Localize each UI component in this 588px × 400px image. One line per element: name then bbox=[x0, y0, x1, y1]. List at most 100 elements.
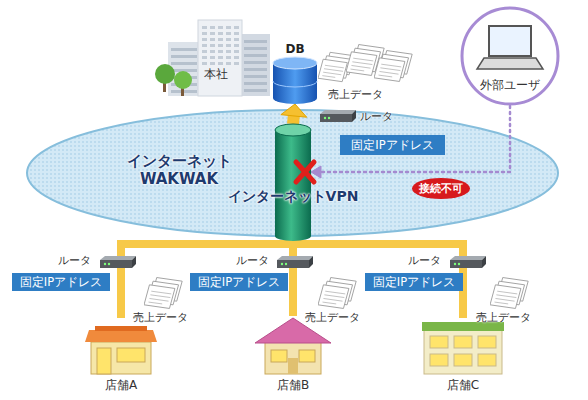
node-label: 店舗A bbox=[85, 378, 157, 392]
window bbox=[226, 38, 231, 41]
cylinder-bottom bbox=[273, 92, 317, 104]
window bbox=[218, 50, 223, 53]
ip-box-fill bbox=[190, 273, 288, 291]
window bbox=[218, 26, 223, 29]
store-wall bbox=[424, 330, 502, 374]
window bbox=[202, 38, 207, 41]
window-row bbox=[244, 54, 267, 57]
ip-address-box: 固定IPアドレス bbox=[340, 135, 445, 155]
node-label: 固定IPアドレス bbox=[190, 273, 288, 291]
store-wall bbox=[91, 342, 151, 374]
part-label: 売上データ bbox=[328, 88, 383, 101]
ip-address-box: 固定IPアドレス bbox=[190, 273, 288, 291]
store-roof bbox=[85, 330, 157, 342]
laptop-screen bbox=[489, 26, 531, 56]
paper-stack bbox=[318, 278, 356, 309]
window bbox=[226, 56, 231, 59]
part-label: ルータ bbox=[58, 254, 91, 267]
window-row bbox=[171, 76, 197, 79]
window bbox=[218, 44, 223, 47]
window bbox=[202, 32, 207, 35]
vpn-line bbox=[293, 240, 294, 316]
node-label: 接続不可 bbox=[412, 178, 470, 199]
window-row bbox=[171, 62, 197, 65]
vpn-line bbox=[293, 240, 463, 318]
node-label: 外部ユーザ bbox=[460, 78, 560, 92]
blocked-access-arrow-line bbox=[319, 106, 510, 172]
vpn-line-line bbox=[289, 240, 297, 316]
store-window bbox=[430, 354, 448, 366]
store-window bbox=[454, 336, 472, 348]
store-door bbox=[288, 358, 298, 374]
part-label: 売上データ bbox=[133, 311, 188, 324]
store-sign bbox=[95, 326, 147, 331]
node-label: インターネット WAKWAK bbox=[120, 152, 238, 188]
ip-box-fill bbox=[365, 273, 463, 291]
paper-stack bbox=[346, 45, 384, 76]
window bbox=[210, 32, 215, 35]
node-label: 店舗C bbox=[422, 378, 504, 392]
window bbox=[226, 62, 231, 65]
window bbox=[218, 38, 223, 41]
paper-stack bbox=[490, 278, 528, 309]
tree-trunk bbox=[163, 78, 166, 92]
window-row bbox=[171, 69, 197, 72]
part-label: ルータ bbox=[408, 254, 441, 267]
node-label: 本社 bbox=[204, 67, 228, 81]
ip-address-box: 固定IPアドレス bbox=[365, 273, 463, 291]
window bbox=[226, 44, 231, 47]
store-wall bbox=[265, 340, 321, 374]
store-window bbox=[478, 354, 496, 366]
store-window bbox=[271, 350, 287, 362]
vpn-line-line bbox=[121, 240, 293, 318]
window bbox=[234, 44, 239, 47]
node-label: 店舗B bbox=[255, 378, 331, 392]
paper-stack bbox=[374, 51, 412, 82]
building-tower bbox=[198, 20, 242, 96]
blocked-access-arrow bbox=[311, 106, 510, 178]
paper-stack bbox=[318, 52, 354, 81]
badge-fill bbox=[412, 178, 470, 199]
window-row bbox=[244, 82, 267, 85]
window-row bbox=[244, 61, 267, 64]
window bbox=[218, 62, 223, 65]
node-label: DB bbox=[270, 42, 320, 56]
window-row bbox=[244, 40, 267, 43]
vpn-pipe-shape bbox=[275, 124, 311, 240]
window bbox=[210, 26, 215, 29]
database-cylinder: DB bbox=[270, 44, 320, 104]
store-door bbox=[97, 348, 111, 374]
window bbox=[226, 50, 231, 53]
window bbox=[234, 32, 239, 35]
pipe-top bbox=[275, 124, 311, 136]
ip-box-fill bbox=[340, 135, 445, 155]
ip-box-fill bbox=[12, 273, 110, 291]
window bbox=[202, 62, 207, 65]
office-building-shape bbox=[168, 20, 270, 96]
store-building: 店舗A bbox=[85, 318, 157, 398]
window-row bbox=[244, 89, 267, 92]
window bbox=[234, 50, 239, 53]
window bbox=[234, 38, 239, 41]
window bbox=[202, 56, 207, 59]
window bbox=[202, 26, 207, 29]
window-row bbox=[171, 83, 197, 86]
store-window bbox=[117, 348, 145, 362]
window bbox=[218, 32, 223, 35]
window bbox=[202, 50, 207, 53]
blocked-badge: 接続不可 bbox=[412, 178, 470, 199]
node-label: 固定IPアドレス bbox=[12, 273, 110, 291]
vpn-line-line bbox=[293, 240, 463, 318]
store-window bbox=[299, 350, 315, 362]
window bbox=[218, 56, 223, 59]
vpn-line bbox=[121, 240, 293, 318]
window bbox=[226, 26, 231, 29]
store-window bbox=[478, 336, 496, 348]
node-label: インターネットVPN bbox=[213, 188, 373, 205]
vpn-pipe: インターネットVPN bbox=[275, 124, 311, 240]
window-row bbox=[171, 48, 197, 51]
part-label: 売上データ bbox=[305, 311, 360, 324]
window-row bbox=[171, 55, 197, 58]
user-circle: 外部ユーザ bbox=[460, 6, 560, 106]
store-building: 店舗C bbox=[422, 318, 504, 398]
